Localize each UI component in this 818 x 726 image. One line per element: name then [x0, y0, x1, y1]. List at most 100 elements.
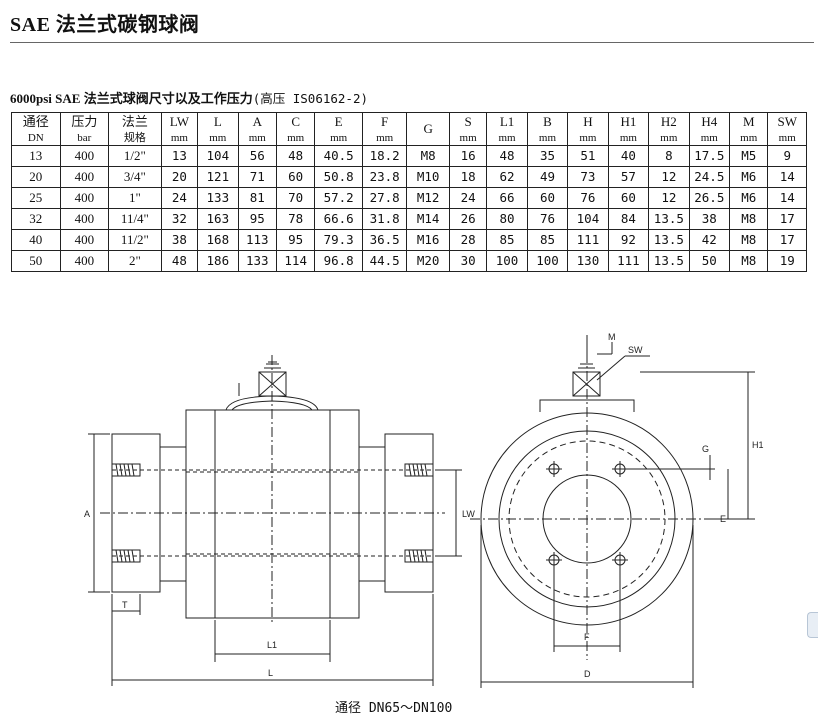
table-cell: 92 [607, 229, 650, 251]
table-cell: 23.8 [361, 166, 408, 188]
column-header-top: LW [169, 114, 190, 129]
table-cell: 70 [275, 187, 316, 209]
table-cell: 96.8 [314, 250, 363, 272]
table-cell: 13.5 [648, 229, 690, 251]
table-cell: 8 [648, 145, 690, 167]
table-cell: 3/4" [108, 166, 162, 188]
column-header-unit: mm [538, 132, 557, 144]
column-header-unit: mm [376, 132, 394, 144]
table-cell: 40 [11, 229, 61, 251]
table-cell: 400 [59, 208, 110, 230]
label-F: F [584, 632, 590, 642]
table-cell: M16 [406, 229, 450, 251]
label-M: M [608, 332, 616, 342]
column-header-unit: mm [619, 132, 637, 144]
table-cell: M8 [406, 145, 450, 167]
table-cell: 32 [11, 208, 61, 230]
table-cell: M6 [729, 166, 769, 188]
column-header-unit: mm [498, 132, 516, 144]
table-cell: 17 [767, 229, 807, 251]
drawing-caption: 通径 DN65～DN100 [335, 701, 453, 716]
table-cell: 13.5 [648, 250, 690, 272]
column-header-top: M [742, 114, 755, 129]
table-cell: 79.3 [314, 229, 363, 251]
table-cell: 56 [237, 145, 277, 167]
table-cell: 50 [688, 250, 731, 272]
table-cell: 73 [567, 166, 609, 188]
table-cell: 76 [567, 187, 609, 209]
table-cell: 35 [526, 145, 569, 167]
table-cell: 49 [526, 166, 569, 188]
table-cell: 24 [448, 187, 488, 209]
left-neck [159, 446, 187, 582]
table-cell: 48 [275, 145, 316, 167]
table-cell: 400 [59, 145, 110, 167]
table-cell: 85 [486, 229, 528, 251]
table-cell: 40 [607, 145, 650, 167]
column-header: LW mm [160, 112, 199, 146]
table-cell: 14 [767, 166, 807, 188]
table-cell: 78 [275, 208, 316, 230]
table-cell: 51 [567, 145, 609, 167]
table-cell: 66 [486, 187, 528, 209]
table-cell: 48 [486, 145, 528, 167]
column-header-top: C [291, 114, 301, 129]
table-cell: 28 [448, 229, 488, 251]
side-scroll-tab[interactable] [807, 612, 818, 638]
table-cell: 133 [237, 250, 277, 272]
column-header-unit: mm [660, 132, 678, 144]
table-cell: 50 [11, 250, 61, 272]
valve-drawing: A T L1 L LW M SW G H1 E F D [84, 332, 764, 688]
column-header-unit: mm [778, 132, 796, 144]
table-cell: 38 [688, 208, 731, 230]
table-cell: 71 [237, 166, 277, 188]
column-header-top: SW [777, 114, 797, 129]
column-header-top: S [464, 114, 472, 129]
table-cell: 400 [59, 187, 110, 209]
table-cell: 44.5 [361, 250, 408, 272]
column-header-top: H2 [660, 114, 677, 129]
column-header: SW mm [767, 112, 807, 146]
table-cell: 95 [237, 208, 277, 230]
table-cell: 12 [648, 187, 690, 209]
column-header-unit: mm [248, 132, 266, 144]
table-cell: 111 [567, 229, 609, 251]
column-header-unit: mm [459, 132, 477, 144]
column-header-unit: 规格 [123, 132, 146, 144]
column-header-unit: mm [170, 132, 188, 144]
table-cell: 100 [486, 250, 528, 272]
column-header: 法兰规格 [108, 112, 162, 146]
table-cell: 400 [59, 229, 110, 251]
label-H1: H1 [752, 440, 764, 450]
table-cell: 13 [11, 145, 61, 167]
table-cell: 42 [688, 229, 731, 251]
column-header-top: H [583, 114, 593, 129]
column-header-unit: mm [209, 132, 227, 144]
table-cell: 121 [197, 166, 239, 188]
title-divider [10, 42, 814, 43]
table-cell: 11/2" [108, 229, 162, 251]
table-cell: 31.8 [361, 208, 408, 230]
column-header-unit: mm [740, 132, 758, 144]
label-LW: LW [462, 509, 475, 519]
column-header-top: G [423, 121, 433, 136]
table-cell: 36.5 [361, 229, 408, 251]
table-cell: 30 [448, 250, 488, 272]
column-header: H2 mm [648, 112, 690, 146]
column-header-top: F [381, 114, 389, 129]
table-cell: M8 [729, 208, 769, 230]
table-cell: 38 [160, 229, 199, 251]
table-cell: M8 [729, 250, 769, 272]
column-header-top: E [334, 114, 343, 129]
